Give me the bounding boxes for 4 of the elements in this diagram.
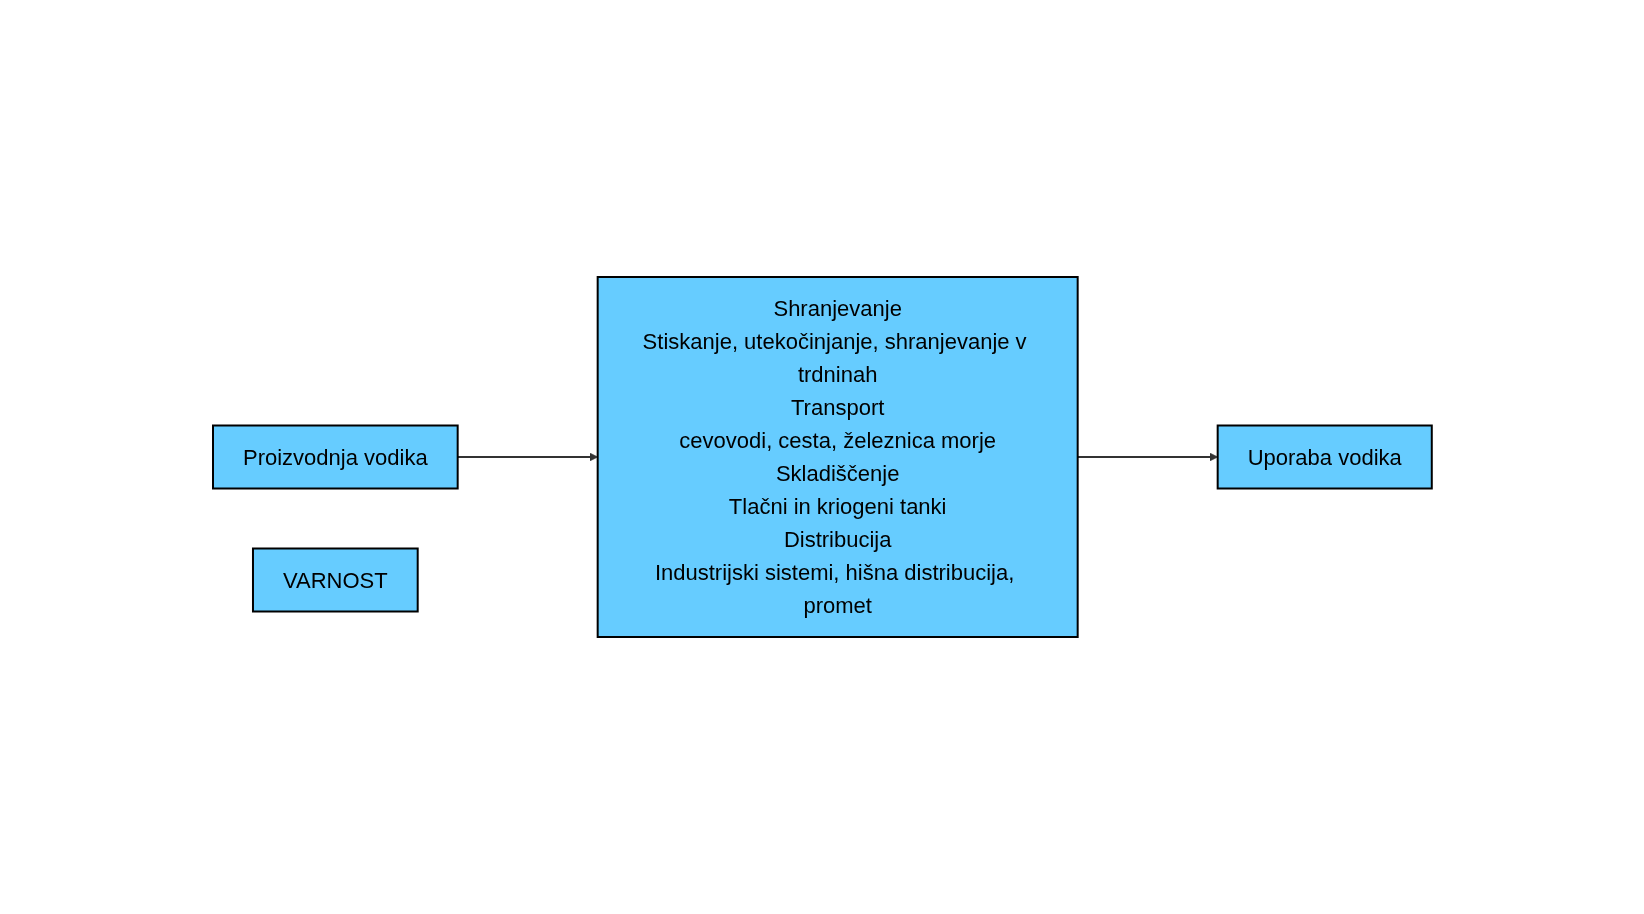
node-box: Proizvodnja vodika (211, 424, 459, 490)
node-box: VARNOST (251, 547, 419, 613)
node-box: Uporaba vodika (1216, 424, 1433, 490)
node-box: Shranjevanje Stiskanje, utekočinjanje, shranjevanje v trdninah Transport cevovodi, cesta, železnica morje Skladiščenje Tlačni in kriogeni tanki Distribucija Industrijski sistemi, hišna distribucija, promet (596, 276, 1079, 638)
